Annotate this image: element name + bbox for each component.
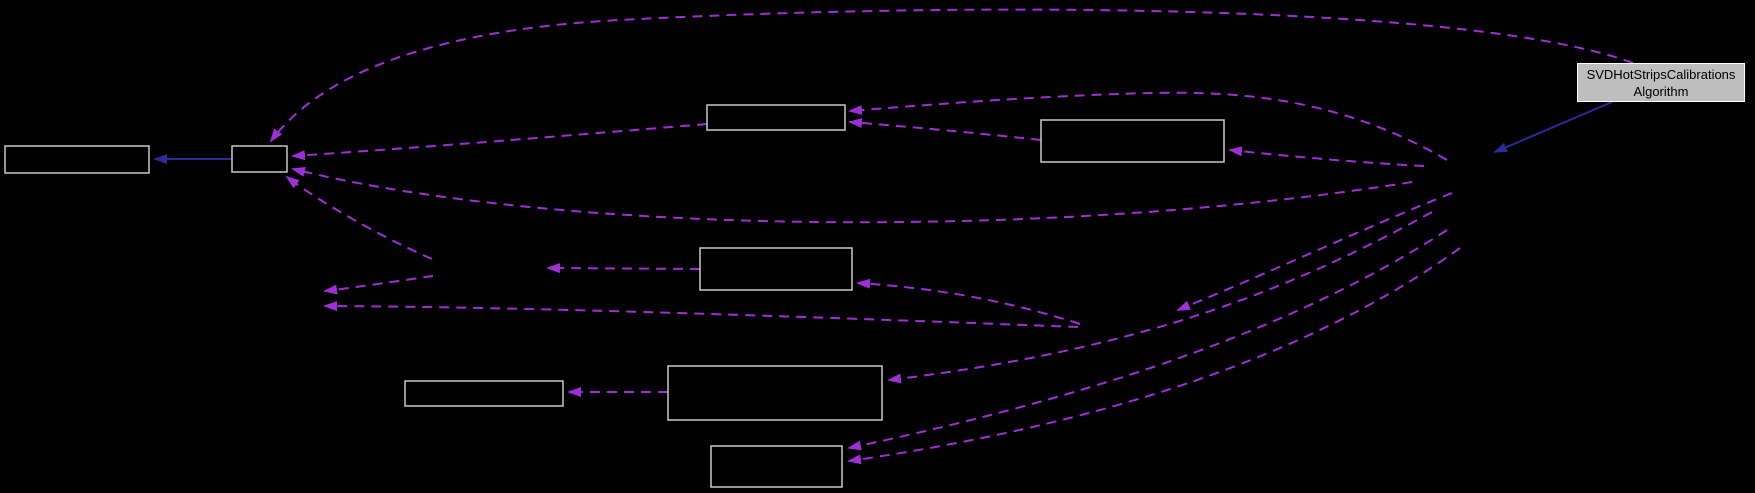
usage-edge <box>847 247 1461 465</box>
graph-node-c[interactable] <box>706 104 846 131</box>
usage-edge <box>291 167 1413 224</box>
usage-edge <box>546 263 701 274</box>
main-node-svdhotstripscalibrationsalgorithm[interactable]: SVDHotStripsCalibrations Algorithm <box>1577 63 1745 102</box>
usage-edge <box>285 175 433 260</box>
usage-edge <box>848 91 1448 161</box>
usage-edge <box>887 211 1433 384</box>
usage-edge <box>269 8 1634 143</box>
graph-node-i[interactable] <box>710 445 843 488</box>
node-layer <box>4 104 1225 488</box>
edge-layer <box>153 8 1634 465</box>
usage-edge <box>323 301 1079 328</box>
graph-node-f[interactable] <box>699 247 853 291</box>
graph-node-d[interactable] <box>1040 119 1225 163</box>
main-node-label-line1: SVDHotStripsCalibrations <box>1586 67 1736 82</box>
graph-node-g[interactable] <box>404 380 564 407</box>
main-node-label-line2: Algorithm <box>1633 84 1689 99</box>
usage-edge <box>291 123 708 161</box>
usage-edge <box>1228 146 1425 167</box>
usage-edge <box>856 278 1081 325</box>
usage-edge <box>848 117 1042 141</box>
usage-edge <box>847 229 1448 451</box>
inheritance-edge <box>1493 101 1613 153</box>
graph-node-a[interactable] <box>4 145 150 174</box>
usage-edge <box>323 275 434 295</box>
graph-node-b[interactable] <box>231 145 288 173</box>
graph-node-h[interactable] <box>667 365 883 421</box>
